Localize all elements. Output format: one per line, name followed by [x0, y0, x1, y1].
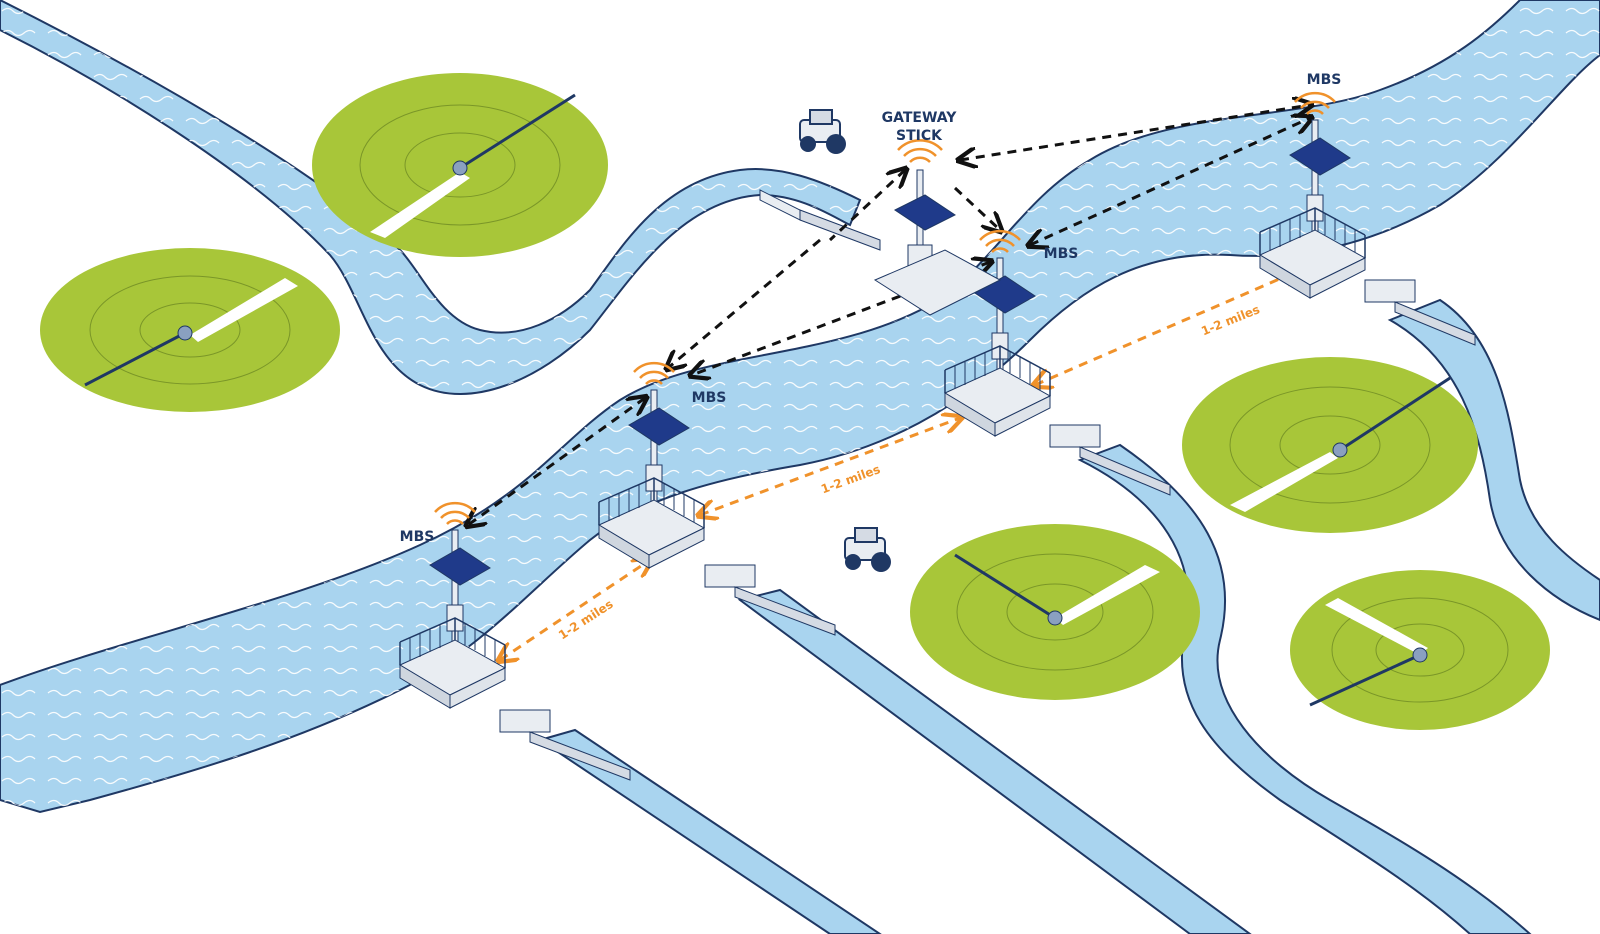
canal-diagonal-bottom — [537, 728, 882, 934]
radio-waves-icon — [897, 139, 943, 163]
monitoring-station-icon — [597, 361, 706, 569]
radio-waves-icon — [633, 361, 675, 385]
field-top-left — [312, 73, 608, 257]
link-mbs-mid-mbs-left — [468, 398, 645, 525]
link-gateway-mbs-center — [953, 186, 1000, 230]
distance-links — [500, 270, 1300, 660]
distance-label-center: 1-2 miles — [819, 462, 882, 496]
monitoring-station-icon — [1258, 91, 1367, 299]
mbs-label-right: MBS — [1307, 72, 1342, 88]
link-mbs-center-mbs-right — [1030, 118, 1310, 245]
field-right-top — [1182, 357, 1478, 533]
field-bottom-right — [1290, 570, 1550, 730]
distance-label-right: 1-2 miles — [1199, 302, 1262, 338]
radio-waves-icon — [1294, 91, 1336, 115]
canal-diagonal-mid — [737, 588, 1252, 934]
mbs-label-left: MBS — [400, 529, 435, 545]
radio-waves-icon — [434, 501, 476, 525]
gateway-stick-icon — [873, 139, 1002, 316]
canal-gate-icon — [1049, 424, 1171, 496]
gateway-label-line2: STICK — [896, 128, 943, 144]
canal-gate-icon — [499, 709, 631, 781]
field-center-bottom — [910, 524, 1200, 700]
radio-waves-icon — [979, 229, 1021, 253]
gateway-label-line1: GATEWAY — [882, 110, 958, 126]
canal-gate-icon — [1364, 279, 1476, 346]
monitoring-station-icon — [398, 501, 507, 709]
link-gateway-left — [828, 170, 905, 242]
field-left — [40, 248, 340, 412]
mbs-label-center: MBS — [1044, 246, 1079, 262]
tractor-icon — [844, 527, 891, 572]
canal-gate-icon — [704, 564, 836, 636]
mbs-label-mid: MBS — [692, 390, 727, 406]
fields — [40, 73, 1550, 730]
tractor-icon — [799, 109, 846, 154]
